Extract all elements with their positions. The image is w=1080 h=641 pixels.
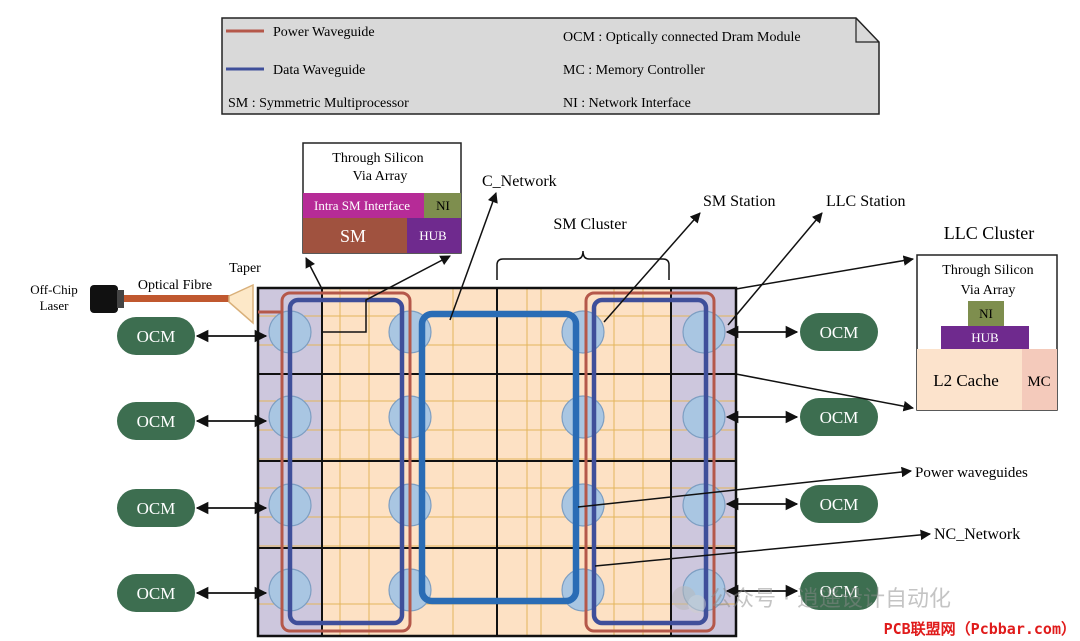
intra-sm-interface-label: Intra SM Interface [314, 198, 410, 213]
llc-tsv-line2: Via Array [961, 283, 1016, 298]
ocm-module: OCM [725, 398, 878, 436]
ocm-pill [800, 398, 878, 436]
ocm-label: OCM [820, 323, 859, 342]
ocm-pill [800, 485, 878, 523]
llc-hub-label: HUB [971, 330, 999, 345]
legend-box [221, 17, 880, 115]
laser-body [90, 285, 118, 313]
taper-label: Taper [229, 261, 261, 276]
sm-cluster-label: SM Cluster [553, 216, 627, 233]
sm-hub-label: HUB [419, 228, 447, 243]
watermark-wechat-icon-small [688, 595, 706, 613]
llc-ni-label: NI [979, 306, 993, 321]
ocm-pill [117, 402, 195, 440]
legend-ni: NI : Network Interface [563, 96, 691, 111]
sm-station [561, 568, 605, 612]
ocm-module: OCM [117, 574, 268, 612]
llc-detail: LLC Cluster Through Silicon Via Array NI… [916, 223, 1058, 411]
sm-ni-block [424, 193, 461, 218]
ocm-label: OCM [137, 584, 176, 603]
ocm-module: OCM [725, 313, 878, 351]
llc-cluster-title: LLC Cluster [944, 223, 1035, 243]
cluster-grid-lines [258, 288, 736, 636]
ocm-pill [117, 317, 195, 355]
ocm-pill [800, 572, 878, 610]
legend: Power Waveguide Data Waveguide SM : Symm… [221, 17, 880, 115]
legend-box-fold [855, 18, 879, 43]
sm-cluster-brace [496, 250, 670, 280]
optical-fibre-label: Optical Fibre [138, 278, 212, 293]
legend-mc: MC : Memory Controller [563, 63, 705, 78]
sm-tsv-line1: Through Silicon [332, 151, 423, 166]
intra-sm-interface-block [303, 193, 424, 218]
watermark-site: PCB联盟网（Pcbbar.com） [884, 620, 1076, 638]
legend-data-waveguide: Data Waveguide [273, 63, 365, 78]
ocm-label: OCM [820, 582, 859, 601]
chip [256, 286, 738, 638]
llc-detail-pointer-bottom [735, 373, 915, 412]
c-network-pointer [449, 192, 498, 321]
laser-cap [117, 290, 124, 308]
sm-station-pointer [603, 212, 701, 323]
sm-detail-pointer-left [305, 257, 323, 290]
llc-hub-block [941, 326, 1029, 349]
sm-station-label: SM Station [703, 193, 775, 210]
legend-sm: SM : Symmetric Multiprocessor [228, 96, 409, 111]
laser-label-line2: Laser [40, 298, 70, 313]
ocm-label: OCM [820, 408, 859, 427]
llc-ni-block [968, 301, 1004, 326]
sm-detail: Through Silicon Via Array Intra SM Inter… [302, 142, 462, 254]
l2-cache-block [917, 349, 1022, 410]
sm-detail-pointer-right [322, 255, 451, 333]
ocm-pill [117, 574, 195, 612]
sm-station [561, 395, 605, 439]
sm-hub-block [407, 218, 461, 253]
sm-block [303, 218, 407, 253]
c-network-label: C_Network [482, 173, 557, 190]
watermark-text: 公众号 · 逍遥设计自动化 [710, 587, 951, 612]
llc-tsv-line1: Through Silicon [942, 263, 1033, 278]
sm-tsv-line2: Via Array [353, 169, 408, 184]
optical-fibre [124, 295, 230, 302]
power-waveguide-right [584, 291, 716, 633]
ocm-module: OCM [117, 317, 268, 355]
data-waveguide-left [287, 297, 405, 626]
ocm-module: OCM [725, 485, 878, 523]
legend-power-waveguide: Power Waveguide [273, 25, 375, 40]
sm-label: SM [340, 226, 366, 246]
ocm-module: OCM [117, 489, 268, 527]
llc-station-label: LLC Station [826, 193, 906, 210]
legend-ocm: OCM : Optically connected Dram Module [563, 30, 801, 45]
laser-label-line1: Off-Chip [30, 282, 77, 297]
ocm-pill [800, 313, 878, 351]
ocm-module: OCM [725, 572, 878, 610]
mc-label: MC [1027, 374, 1050, 390]
ocm-modules: OCM OCM OCM OCM OCM OCM OCM OCM [117, 313, 878, 612]
mc-block [1022, 349, 1057, 410]
chip-outline [256, 286, 738, 638]
ocm-pill [117, 489, 195, 527]
ocm-module: OCM [117, 402, 268, 440]
llc-station-pointer [727, 212, 823, 326]
off-chip-laser: Off-Chip Laser Optical Fibre Taper [30, 261, 261, 325]
power-waveguides-label: Power waveguides [915, 465, 1028, 481]
l2-cache-label: L2 Cache [933, 371, 999, 390]
ocm-label: OCM [820, 495, 859, 514]
data-waveguide-right [591, 297, 709, 626]
ocm-label: OCM [137, 327, 176, 346]
c-network-loop [418, 310, 580, 605]
power-waveguides-pointer [577, 466, 913, 508]
sm-ni-label: NI [436, 198, 450, 213]
ocm-label: OCM [137, 499, 176, 518]
llc-detail-pointer-top [735, 255, 915, 290]
nc-network-pointer [594, 529, 932, 567]
nc-network-label: NC_Network [934, 526, 1020, 543]
taper [228, 283, 254, 325]
watermark: 公众号 · 逍遥设计自动化 [672, 586, 951, 613]
power-waveguide-left [280, 291, 412, 633]
ocm-label: OCM [137, 412, 176, 431]
